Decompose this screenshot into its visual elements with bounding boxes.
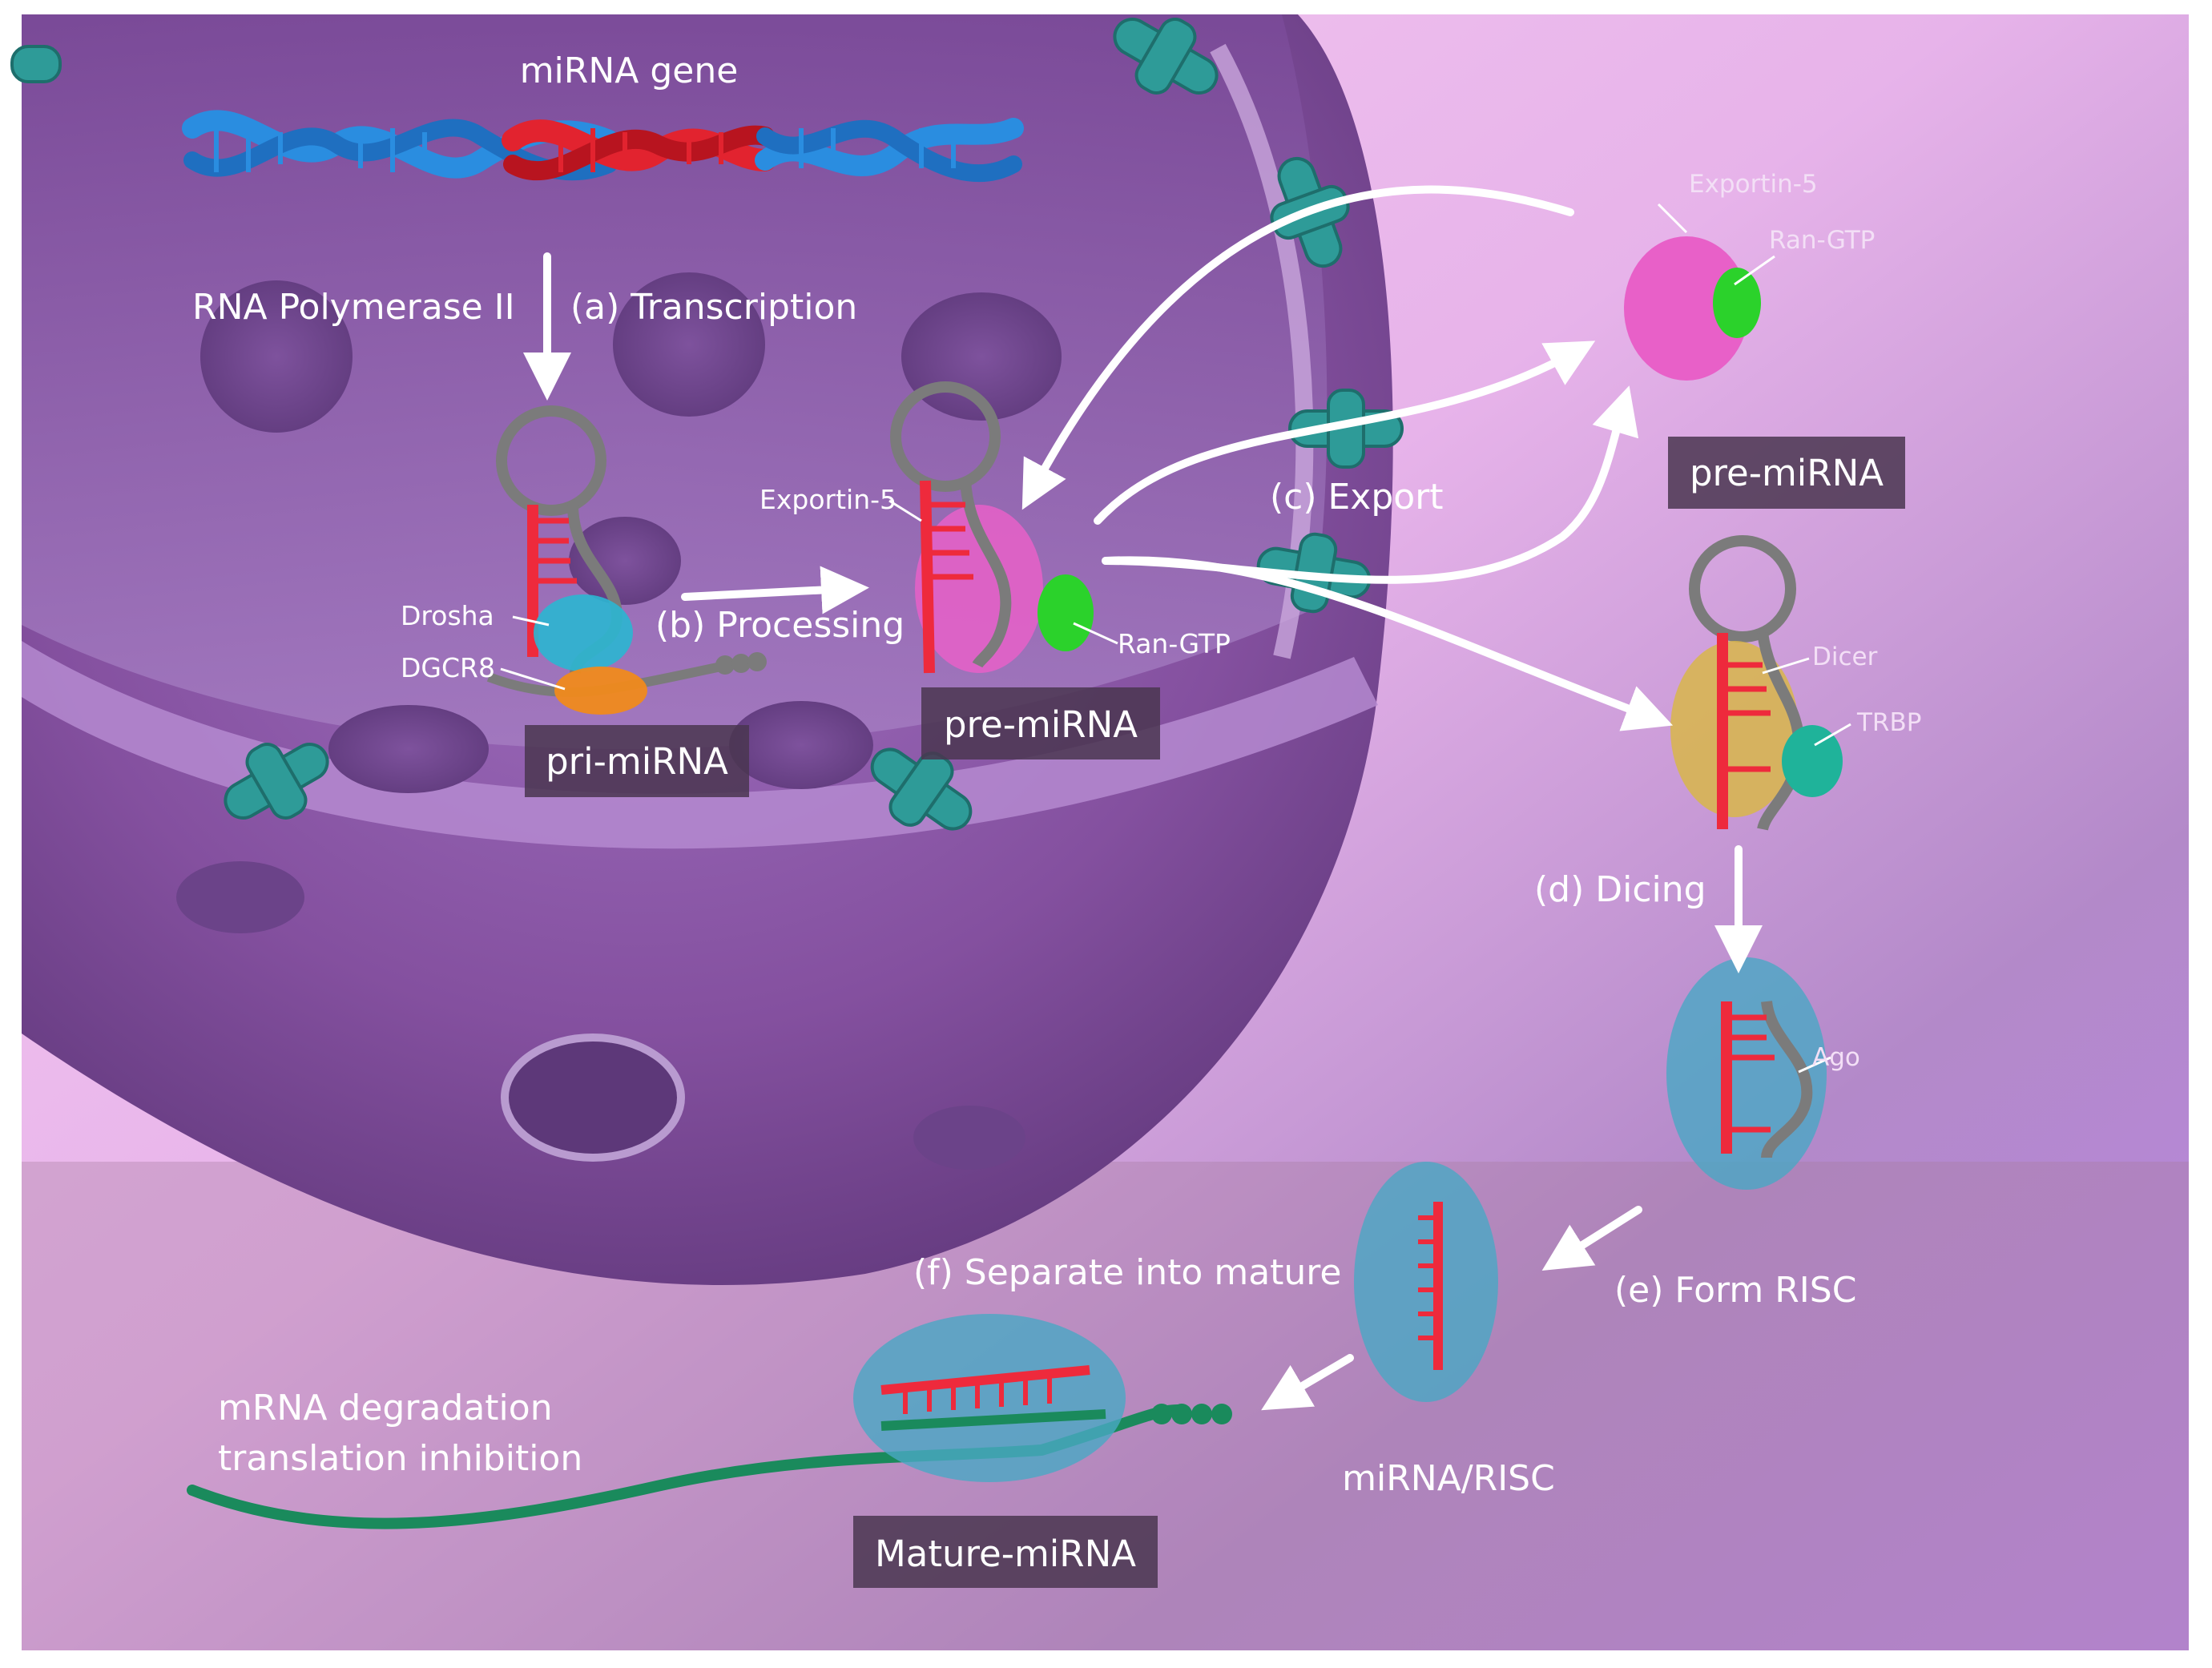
form-risc-label: (e) Form RISC	[1614, 1270, 1856, 1311]
exportin-5-nuclear	[915, 505, 1043, 673]
dicing-label: (d) Dicing	[1534, 869, 1706, 910]
leader-lines	[500, 203, 1851, 1074]
nuclear-pore-hole	[913, 1106, 1025, 1170]
drosha-label: Drosha	[401, 600, 494, 631]
ran-gtp-cytoplasm	[1713, 268, 1761, 338]
nuclear-pore-hole	[613, 272, 765, 417]
ago-label: Ago	[1812, 1043, 1860, 1072]
arrow-export-1	[1094, 340, 1596, 525]
pri-mirna-label-box	[525, 725, 749, 797]
translation-inhibition-label: translation inhibition	[218, 1438, 582, 1479]
dna-helix	[182, 110, 1024, 183]
separate-label: (f) Separate into mature	[913, 1252, 1342, 1293]
arrow-to-dicer	[1102, 556, 1674, 731]
processing-label: (b) Processing	[655, 605, 905, 646]
mature-mirna-complex	[187, 1314, 1232, 1529]
nuclear-pore-hole	[200, 280, 353, 433]
pre-mirna-nuclear	[890, 381, 1094, 674]
exportin-5-cyto-label: Exportin-5	[1689, 170, 1818, 199]
mirna-risc-label: miRNA/RISC	[1342, 1458, 1555, 1499]
rna-polymerase-label: RNA Polymerase II	[192, 287, 515, 328]
process-arrows	[523, 185, 1763, 1411]
ran-gtp-cyto-label: Ran-GTP	[1769, 226, 1875, 255]
ago-complex	[1666, 957, 1827, 1190]
nuclear-pore-hole	[569, 517, 681, 605]
trbp-label: TRBP	[1856, 708, 1921, 737]
exportin-5-nuclear-label: Exportin-5	[759, 484, 896, 515]
export-label: (c) Export	[1270, 477, 1444, 518]
dicer-protein	[1670, 641, 1799, 817]
dgcr8-protein	[554, 667, 647, 715]
mrna-degradation-label: mRNA degradation	[218, 1388, 553, 1428]
pre-mirna-nuclear-label: pre-miRNA	[944, 703, 1138, 746]
pri-mirna-label: pri-miRNA	[546, 740, 728, 783]
nuclear-pore-hole	[729, 701, 873, 789]
ago-mature	[853, 1314, 1126, 1482]
arrow-export-return	[1021, 185, 1574, 510]
dicer-complex	[1670, 535, 1843, 831]
pre-mirna-nuclear-label-box	[921, 687, 1160, 759]
nuclear-pore-hole	[176, 861, 304, 933]
nuclear-pore-hole	[501, 1033, 685, 1162]
transcription-label: (a) Transcription	[570, 287, 857, 328]
drosha-protein	[534, 594, 633, 671]
arrow-separate	[1261, 1354, 1354, 1411]
mature-mirna-label-box	[853, 1516, 1158, 1588]
arrow-form-risc	[1541, 1206, 1642, 1271]
mirna-gene-label: miRNA gene	[520, 50, 739, 91]
mirna-risc-complex	[1354, 1162, 1498, 1402]
dgcr8-label: DGCR8	[401, 652, 495, 683]
risc-protein	[1354, 1162, 1498, 1402]
exportin-5-cytoplasm	[1624, 236, 1749, 381]
ran-gtp-nuclear-label: Ran-GTP	[1118, 628, 1231, 659]
dicer-label: Dicer	[1812, 643, 1878, 671]
trbp-protein	[1782, 725, 1843, 797]
ran-gtp-nuclear	[1038, 574, 1094, 651]
pre-mirna-cyto-label: pre-miRNA	[1690, 452, 1884, 494]
nuclear-pore-hole	[328, 705, 489, 793]
pre-mirna-cyto-label-box	[1668, 437, 1905, 509]
arrow-processing	[681, 566, 869, 614]
mature-mirna-label: Mature-miRNA	[875, 1533, 1136, 1575]
